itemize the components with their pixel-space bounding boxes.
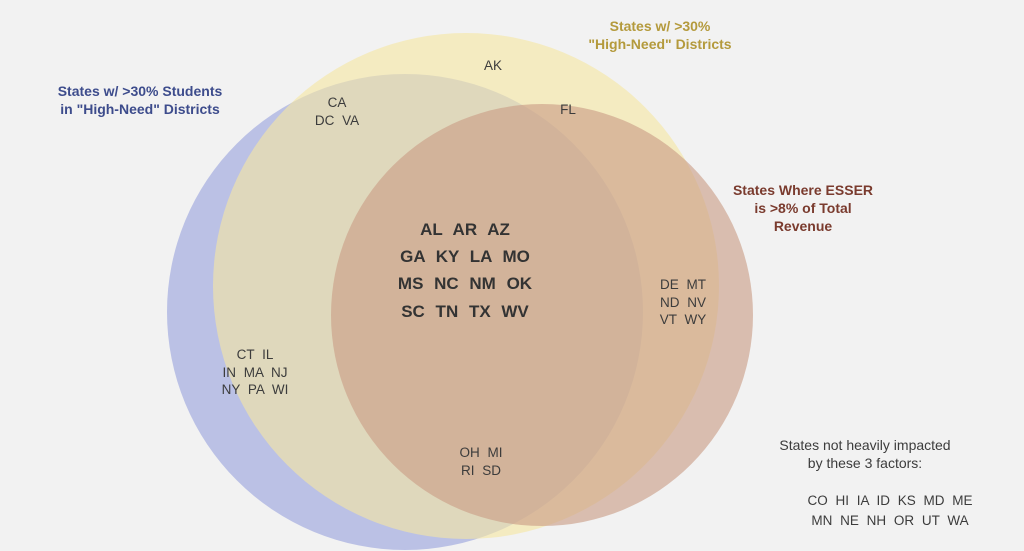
title-line: Revenue bbox=[773, 218, 833, 235]
region-line: IN MA NJ bbox=[222, 364, 288, 380]
note-line: by these 3 factors: bbox=[807, 455, 923, 472]
region-districts-esser: FL bbox=[538, 101, 598, 119]
region-line: NY PA WI bbox=[221, 382, 289, 398]
region-line: VT WY bbox=[659, 312, 707, 328]
region-line: AL AR AZ bbox=[420, 220, 510, 239]
region-students-esser: OH MI RI SD bbox=[436, 444, 526, 479]
region-line: AK bbox=[483, 58, 502, 73]
note-line: States not heavily impacted bbox=[779, 437, 951, 453]
note-states-line: MN NE NH OR UT WA bbox=[811, 512, 969, 528]
note-states-line: CO HI IA ID KS MD ME bbox=[807, 493, 973, 508]
region-students-districts: CA DC VA bbox=[297, 94, 377, 129]
region-line: ND NV bbox=[659, 294, 706, 310]
title-line: States Where ESSER bbox=[732, 182, 874, 198]
region-line: DC VA bbox=[314, 112, 360, 128]
region-line: DE MT bbox=[660, 277, 706, 292]
region-line: MS NC NM OK bbox=[397, 274, 533, 294]
region-line: OH MI bbox=[459, 445, 503, 460]
region-line: GA KY LA MO bbox=[400, 247, 530, 267]
title-line: in "High-Need" Districts bbox=[60, 101, 220, 118]
title-line: States w/ >30% Students bbox=[57, 83, 223, 99]
districts-set-title: States w/ >30% "High-Need" Districts bbox=[555, 17, 765, 53]
students-set-title: States w/ >30% Students in "High-Need" D… bbox=[40, 82, 240, 118]
region-districts-only: AK bbox=[463, 57, 523, 75]
region-line: FL bbox=[560, 102, 576, 117]
not-impacted-title: States not heavily impacted by these 3 f… bbox=[755, 436, 975, 472]
region-line: CT IL bbox=[236, 347, 274, 362]
region-esser-only: DE MT ND NV VT WY bbox=[638, 276, 728, 329]
title-line: States w/ >30% bbox=[609, 18, 711, 34]
region-line: SC TN TX WV bbox=[401, 301, 529, 321]
esser-set-title: States Where ESSER is >8% of Total Reven… bbox=[718, 181, 888, 236]
esser-circle bbox=[331, 104, 753, 526]
region-students-only: CT IL IN MA NJ NY PA WI bbox=[195, 346, 315, 399]
region-line: RI SD bbox=[460, 462, 501, 478]
title-line: "High-Need" Districts bbox=[588, 36, 732, 53]
region-line: CA bbox=[327, 95, 347, 110]
title-line: is >8% of Total bbox=[754, 200, 852, 217]
not-impacted-states: CO HI IA ID KS MD ME MN NE NH OR UT WA bbox=[772, 491, 1008, 530]
region-all-three: AL AR AZ GA KY LA MO MS NC NM OK SC TN T… bbox=[365, 216, 565, 325]
